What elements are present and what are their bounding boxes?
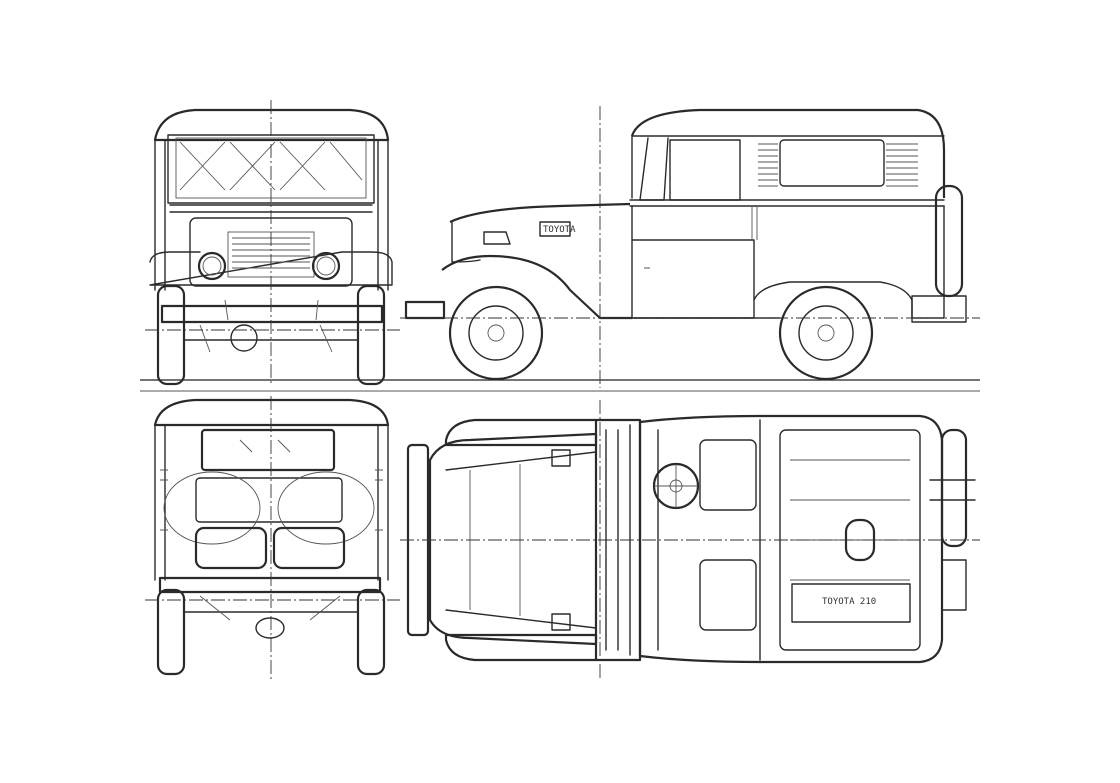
hood-badge: TOYOTA (543, 225, 576, 235)
side-view: TOYOTA (400, 106, 980, 388)
top-view: TOYOTA 210 (400, 400, 980, 680)
tailgate-plate: TOYOTA 210 (822, 597, 876, 607)
rear-view (145, 396, 400, 680)
front-view (145, 100, 400, 386)
